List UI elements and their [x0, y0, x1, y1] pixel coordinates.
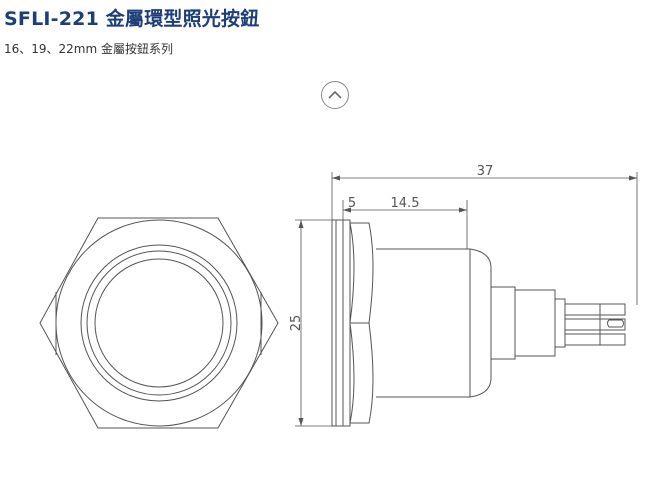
switch-body	[376, 248, 492, 398]
dimension-overall-length: 37	[477, 164, 494, 179]
collapse-button[interactable]	[321, 81, 349, 109]
dimension-arrows	[298, 175, 637, 426]
terminal	[564, 333, 626, 346]
dimension-bezel-thickness: 5	[348, 196, 356, 211]
lens-circle	[94, 258, 224, 388]
outer-ring	[55, 219, 263, 427]
rear-housing	[490, 286, 516, 360]
bezel-ring-outer	[80, 244, 238, 402]
front-view	[39, 217, 279, 429]
page-title: SFLI-221 金屬環型照光按鈕	[4, 8, 260, 30]
terminal-slot	[607, 319, 624, 328]
bezel-plate	[331, 219, 351, 427]
dimension-diameter: 25	[289, 315, 304, 332]
chevron-up-icon	[328, 90, 342, 99]
terminal	[564, 303, 626, 316]
nut-profile	[349, 222, 374, 424]
page-subtitle: 16、19、22mm 金屬按鈕系列	[4, 42, 174, 56]
bezel-ring-inner	[86, 250, 232, 396]
rear-housing-inner	[514, 289, 556, 357]
hex-nut-outline	[39, 217, 279, 429]
dimension-body-length: 14.5	[391, 196, 420, 211]
terminal	[564, 318, 626, 331]
dimension-lines	[295, 172, 638, 427]
rear-step	[554, 298, 566, 348]
side-view	[331, 219, 626, 427]
